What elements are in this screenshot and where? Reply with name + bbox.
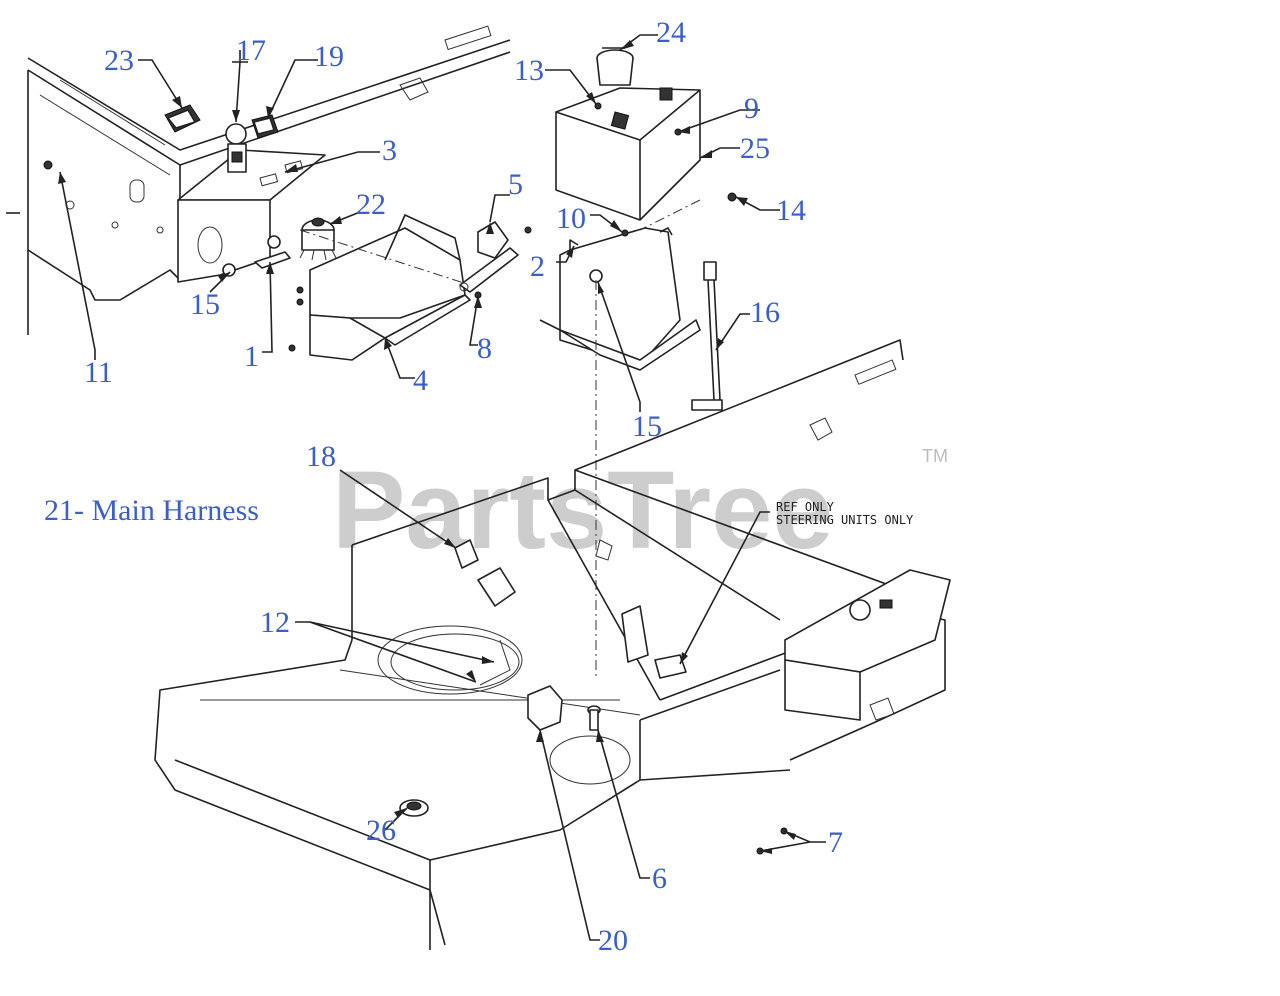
part-6-connector xyxy=(587,705,601,731)
callout-26: 26 xyxy=(366,814,396,847)
callout-16: 16 xyxy=(750,296,780,329)
harness-loops xyxy=(377,625,631,785)
callout-3: 3 xyxy=(382,134,397,167)
callout-13: 13 xyxy=(514,54,544,87)
upper-frame-rail xyxy=(6,25,511,335)
part-18-switch xyxy=(454,539,516,607)
installed-housing xyxy=(784,569,951,721)
main-chassis-frame xyxy=(154,339,946,950)
callout-12: 12 xyxy=(260,606,290,639)
leader-lines xyxy=(59,34,826,941)
part-5-bracket xyxy=(459,221,519,293)
callout-10: 10 xyxy=(556,202,586,235)
ref-note-line-2: STEERING UNITS ONLY xyxy=(776,513,914,527)
left-hardware xyxy=(43,160,482,352)
callout-25: 25 xyxy=(740,132,770,165)
callout-22: 22 xyxy=(356,188,386,221)
part-3-bracket-plate xyxy=(177,149,326,283)
callout-23: 23 xyxy=(104,44,134,77)
callout-19: 19 xyxy=(314,40,344,73)
callout-labels: 23 17 19 3 22 15 1 11 4 8 5 24 13 9 25 1… xyxy=(84,16,843,957)
steering-switch xyxy=(621,605,687,679)
callout-17: 17 xyxy=(236,34,266,67)
ref-note: REF ONLY STEERING UNITS ONLY xyxy=(776,500,914,527)
callout-20: 20 xyxy=(598,924,628,957)
watermark-text: PartsTree xyxy=(332,449,833,572)
callout-14: 14 xyxy=(776,194,806,227)
callout-15-left: 15 xyxy=(190,288,220,321)
callout-15-right: 15 xyxy=(632,410,662,443)
watermark: PartsTree TM xyxy=(332,446,948,572)
part-24-terminal-cap xyxy=(596,47,634,86)
callout-7: 7 xyxy=(828,826,843,859)
callout-11: 11 xyxy=(84,356,113,389)
part-16-strap xyxy=(691,261,723,411)
part-20-connector xyxy=(527,685,563,731)
part-4-housing xyxy=(299,214,471,361)
callout-18: 18 xyxy=(306,440,336,473)
callout-6: 6 xyxy=(652,862,667,895)
ref-note-line-1: REF ONLY xyxy=(776,500,835,514)
part-26-grommet xyxy=(399,799,429,817)
callout-24: 24 xyxy=(656,16,686,49)
part-2-battery-tray xyxy=(524,192,737,371)
callout-5: 5 xyxy=(508,168,523,201)
part-17-key-switch xyxy=(225,123,247,173)
watermark-trademark: TM xyxy=(922,446,948,466)
part-25-battery xyxy=(555,87,701,221)
callout-8: 8 xyxy=(477,332,492,365)
callout-2: 2 xyxy=(530,250,545,283)
main-harness-label: 21- Main Harness xyxy=(44,494,259,527)
callout-9: 9 xyxy=(744,92,759,125)
part-19-switch xyxy=(251,114,279,139)
callout-1: 1 xyxy=(244,340,259,373)
part-22-switch xyxy=(299,217,337,261)
callout-4: 4 xyxy=(413,364,428,397)
leader-arrowheads xyxy=(58,40,796,854)
part-23-switch xyxy=(164,104,201,133)
